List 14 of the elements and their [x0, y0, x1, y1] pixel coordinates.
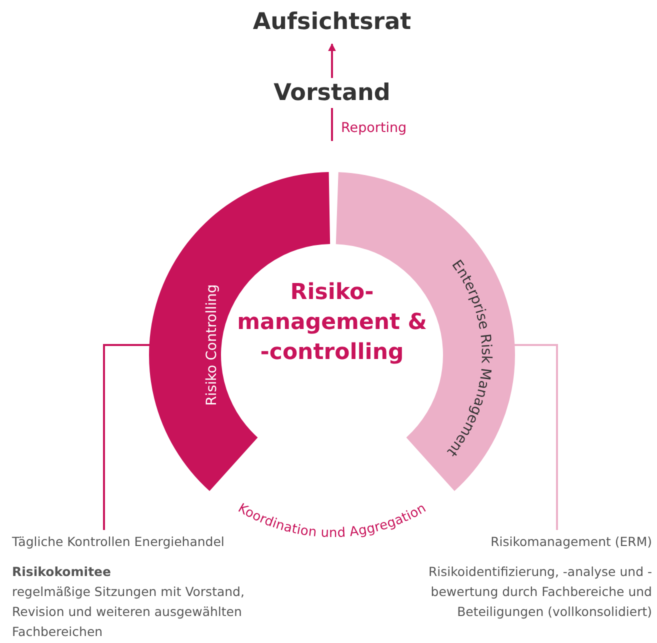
heading-label: Vorstand	[230, 79, 434, 108]
center-label: Risiko- management & -controlling	[237, 278, 427, 368]
description-text: regelmäßige Sitzungen mit Vorstand, Revision und weiteren ausgewählten Fachbereichen	[12, 583, 246, 641]
segment-label: Risiko Controlling	[204, 284, 220, 406]
connector-line	[331, 108, 333, 141]
connector-line	[103, 344, 150, 530]
connector-line	[514, 344, 558, 530]
edge-label: Reporting	[341, 120, 407, 136]
heading-label: Aufsichtsrat	[200, 8, 464, 37]
arrow	[328, 43, 336, 78]
heading-text: Risikokomitee	[12, 563, 112, 581]
description-text: Risikoidentifizierung, -analyse und -bewertung durch Fachbereiche und Beteiligungen (vollkonsolidiert)	[427, 563, 652, 621]
caption-text: Tägliche Kontrollen Energiehandel	[12, 533, 226, 551]
caption-text: Risikomanagement (ERM)	[490, 533, 652, 551]
